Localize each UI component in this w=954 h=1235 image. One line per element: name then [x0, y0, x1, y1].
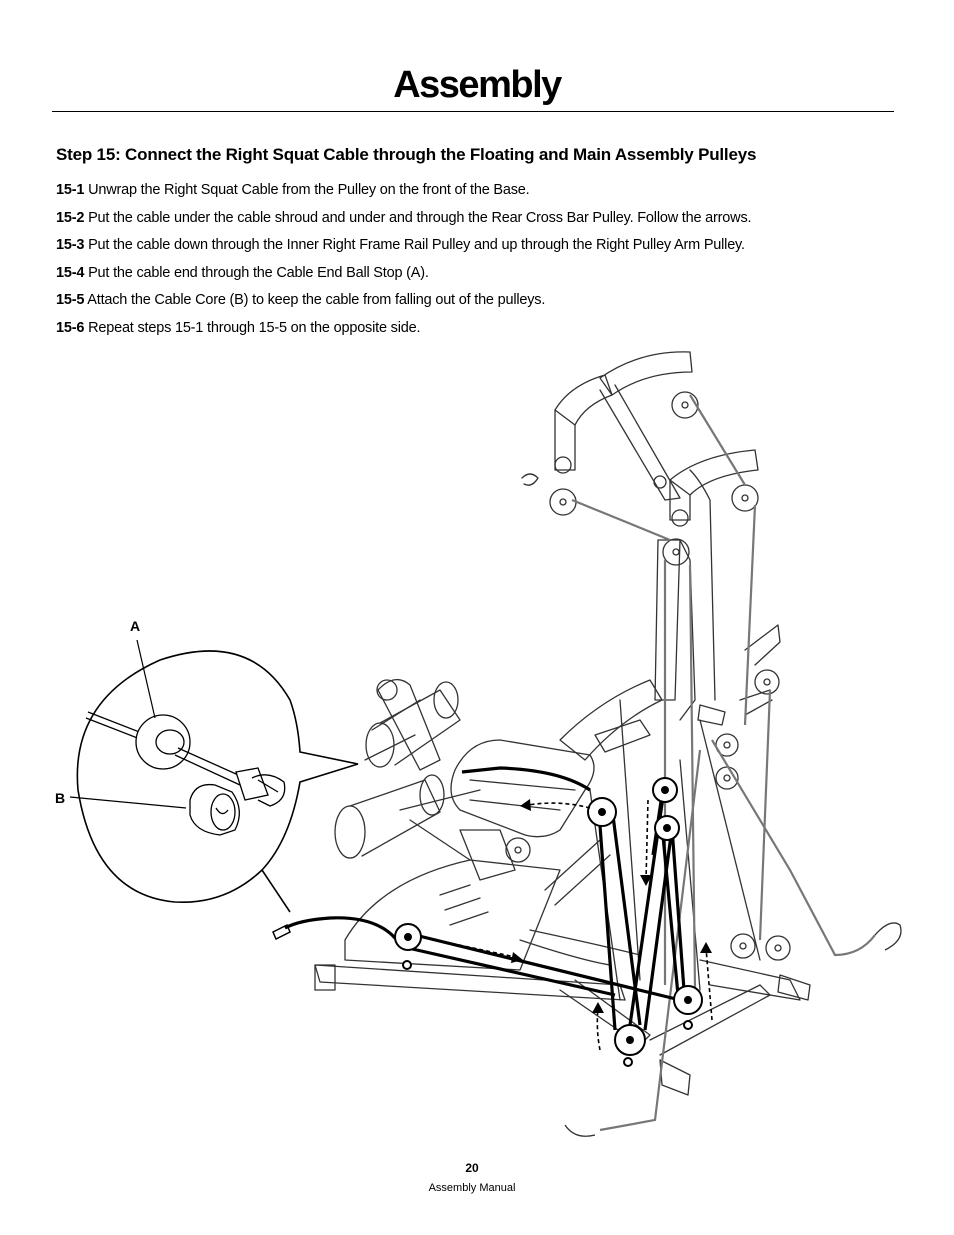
cable-end-clip-icon	[272, 923, 291, 941]
callout-label-b: B	[55, 790, 65, 806]
step-text: Put the cable end through the Cable End …	[88, 264, 429, 281]
step-number: 15-4	[56, 264, 85, 281]
step-item: 15-3 Put the cable down through the Inne…	[56, 236, 751, 264]
detail-callout: A B	[55, 618, 359, 913]
carabiner-icon	[564, 922, 902, 1137]
assembly-illustration: A B	[55, 351, 902, 1137]
step-item: 15-2 Put the cable under the cable shrou…	[56, 209, 752, 237]
step-list: 15-1 Unwrap the Right Squat Cable from t…	[56, 181, 752, 347]
upper-frame	[554, 351, 781, 721]
step-item: 15-5 Attach the Cable Core (B) to keep t…	[56, 291, 751, 319]
step-number: 15-6	[56, 319, 85, 336]
seat-assembly	[334, 678, 663, 881]
base-frame	[314, 699, 811, 1096]
step-number: 15-2	[56, 209, 85, 226]
step-number: 15-1	[56, 182, 85, 198]
callout-label-a: A	[130, 618, 140, 634]
step-text: Repeat steps 15-1 through 15-5 on the op…	[88, 319, 421, 336]
step-item: 15-6 Repeat steps 15-1 through 15-5 on t…	[56, 319, 751, 347]
upper-pulleys	[521, 391, 780, 695]
routed-pulleys	[394, 777, 703, 1067]
upper-cables	[571, 394, 876, 1132]
footer-label: Assembly Manual	[428, 1182, 516, 1194]
step-text: Put the cable under the cable shroud and…	[88, 209, 752, 226]
step-item: 15-4 Put the cable end through the Cable…	[56, 264, 751, 292]
page-number: 20	[465, 1161, 479, 1175]
step-heading: Step 15: Connect the Right Squat Cable t…	[56, 145, 757, 164]
step-text: Unwrap the Right Squat Cable from the Pu…	[88, 182, 530, 198]
cable-core-icon	[189, 783, 240, 836]
step-text: Attach the Cable Core (B) to keep the ca…	[87, 292, 546, 309]
step-number: 15-3	[56, 237, 85, 254]
step-number: 15-5	[56, 292, 85, 309]
step-text: Put the cable down through the Inner Rig…	[88, 237, 745, 254]
title-divider	[52, 111, 894, 112]
step-item: 15-1 Unwrap the Right Squat Cable from t…	[56, 181, 751, 209]
arrow-heads	[511, 799, 712, 1013]
page-title: Assembly	[393, 64, 562, 106]
